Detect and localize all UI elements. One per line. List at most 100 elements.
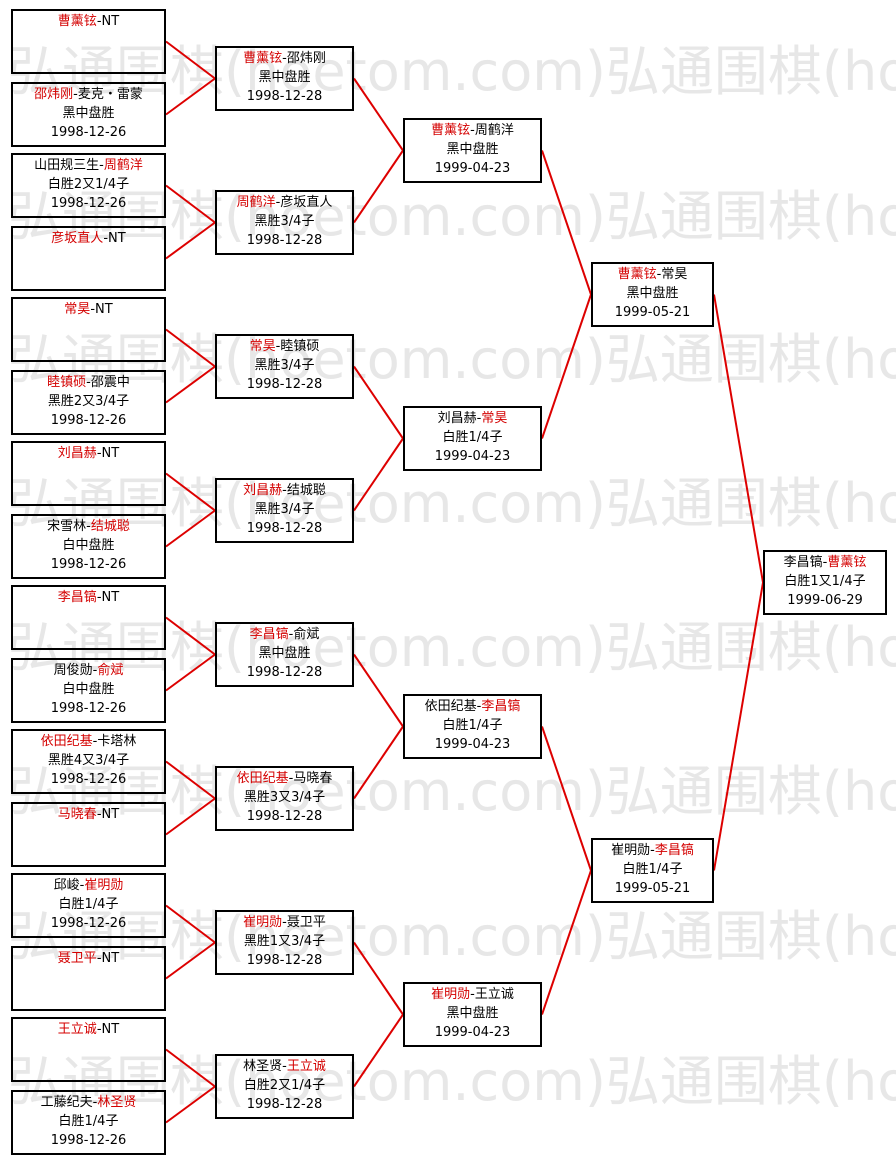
player-name: 邵炜刚 [286,51,326,66]
match-result: 白胜1/4子 [442,430,503,445]
vs-separator: - [99,158,104,173]
player-name: 李昌镐 [481,699,521,714]
match-box: 曹薰铉-NT [11,9,166,74]
match-result: 黑胜1又3/4子 [243,934,326,949]
bracket-connector [165,77,216,116]
match-result: 黑胜3又3/4子 [243,790,326,805]
match-players: 工藤纪夫-林圣贤 [13,1093,164,1112]
player-name: 工藤纪夫 [40,1095,93,1110]
vs-separator: - [275,339,281,354]
player-name: 依田纪基 [424,699,477,714]
match-result: 白胜2又1/4子 [243,1078,326,1093]
player-name: 曹薰铉 [827,555,867,570]
vs-separator: - [86,375,91,390]
match-date: 1999-06-29 [787,593,863,608]
bracket-connector [353,653,404,728]
player-name: 曹薰铉 [57,14,97,29]
bracket-connector [165,1048,216,1088]
player-name: 曹薰铉 [617,267,657,282]
match-result: 黑中盘胜 [258,70,311,85]
player-name: 彦坂直人 [280,195,333,210]
match-result: 白中盘胜 [62,538,115,553]
match-players: 周俊勋-俞斌 [13,661,164,680]
vs-separator: - [96,807,102,822]
bracket-connector [713,582,764,871]
match-players: 王立诚-NT [13,1020,164,1039]
player-name: 彦坂直人 [51,231,104,246]
vs-separator: - [79,878,85,893]
player-name: NT [101,446,120,461]
vs-separator: - [822,555,828,570]
match-result: 白胜2又1/4子 [47,177,130,192]
match-date: 1998-12-26 [50,701,127,716]
match-date: 1998-12-26 [50,916,127,931]
vs-separator: - [282,915,287,930]
bracket-connector [165,904,216,944]
player-name: 常昊 [661,267,688,282]
match-players: 崔明勋-李昌镐 [593,841,712,860]
player-name: 林圣贤 [97,1095,137,1110]
vs-separator: - [288,627,294,642]
player-name: NT [101,14,120,29]
match-box: 聂卫平-NT [11,946,166,1011]
watermark-text: 弘通围棋(hoetom.com)弘通围棋(hoetom.com) [8,40,896,103]
player-name: 周鹤洋 [474,123,514,138]
bracket-connector [165,760,216,800]
vs-separator: - [650,843,655,858]
match-result: 黑中盘胜 [258,646,311,661]
match-players: 李昌镐-俞斌 [217,625,352,644]
player-name: 曹薰铉 [431,123,471,138]
match-players: 崔明勋-王立诚 [405,985,540,1004]
player-name: 王立诚 [57,1022,97,1037]
player-name: 王立诚 [474,987,514,1002]
match-date: 1998-12-26 [50,125,127,140]
match-date: 1999-04-23 [434,161,511,176]
match-players: 常昊-睦镇硕 [217,337,352,356]
player-name: 周鹤洋 [103,158,143,173]
vs-separator: - [282,51,287,66]
player-name: 周鹤洋 [236,195,276,210]
match-result: 黑胜3/4子 [254,502,315,517]
match-players: 邱峻-崔明勋 [13,876,164,895]
match-result: 黑中盘胜 [446,1006,499,1021]
match-result: 黑中盘胜 [626,286,679,301]
vs-separator: - [470,123,475,138]
match-players: 曹薰铉-常昊 [593,265,712,284]
match-result: 黑胜2又3/4子 [47,394,130,409]
player-name: 麦克・雷蒙 [77,87,143,102]
match-players: 依田纪基-卡塔林 [13,732,164,751]
match-date: 1998-12-26 [50,1133,127,1148]
match-result: 黑胜4又3/4子 [47,753,130,768]
bracket-connector [165,1085,216,1124]
match-date: 1998-12-28 [246,1097,323,1112]
player-name: 结城聪 [90,519,130,534]
bracket-connector [353,365,404,440]
player-name: 常昊 [249,339,276,354]
match-players: 常昊-NT [13,300,164,319]
match-players: 依田纪基-李昌镐 [405,697,540,716]
match-date: 1998-12-26 [50,413,127,428]
vs-separator: - [96,590,102,605]
match-date: 1998-12-26 [50,772,127,787]
vs-separator: - [92,663,98,678]
watermark-text: 弘通围棋(hoetom.com)弘通围棋(hoetom.com) [8,472,896,535]
match-players: 睦镇硕-邵震中 [13,373,164,392]
player-name: 李昌镐 [249,627,289,642]
bracket-connector [353,77,404,152]
player-name: 依田纪基 [236,771,289,786]
match-players: 曹薰铉-NT [13,12,164,31]
bracket-connector [353,1013,404,1088]
match-result: 黑中盘胜 [446,142,499,157]
match-players: 刘昌赫-结城聪 [217,481,352,500]
match-box: 依田纪基-卡塔林黑胜4又3/4子 1998-12-26 [11,729,166,794]
vs-separator: - [92,734,98,749]
player-name: 山田规三生 [34,158,100,173]
player-name: NT [108,231,126,246]
vs-separator: - [73,87,78,102]
